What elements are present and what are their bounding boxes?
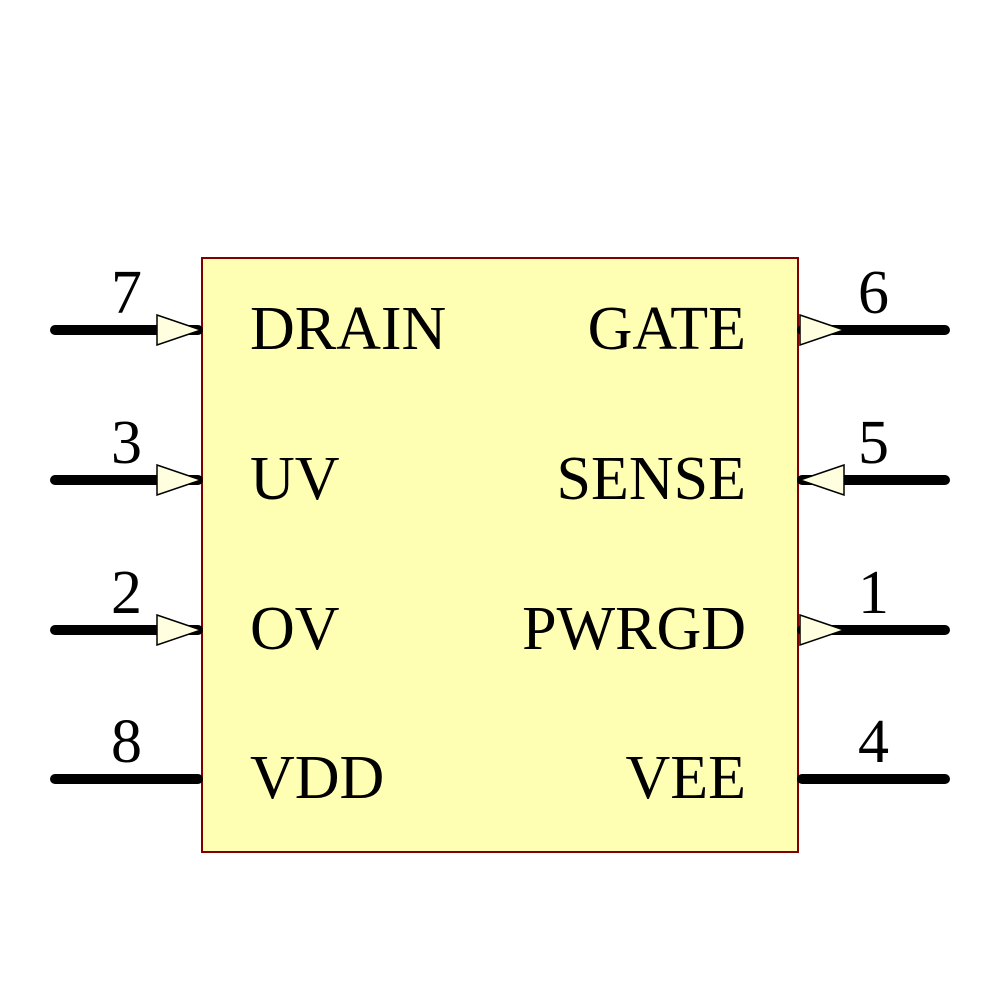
pin-6-wire [797,325,950,335]
pin-label-uv: UV [250,445,340,513]
pin-7-number: 7 [111,259,142,327]
pin-label-vee: VEE [625,744,746,812]
pin-label-gate: GATE [587,295,746,363]
pin-7-input-arrow-icon [156,314,202,346]
pin-5-wire [797,475,950,485]
pin-label-sense: SENSE [556,445,746,513]
pin-5-input-arrow-icon [799,464,845,496]
pin-1-output-arrow-icon [799,614,845,646]
pin-4-number: 4 [858,708,889,776]
ic-body [201,257,799,853]
pin-4-wire [797,774,950,784]
pin-label-drain: DRAIN [250,295,447,363]
pin-5-number: 5 [858,409,889,477]
pin-6-output-arrow-icon [799,314,845,346]
pin-8-wire [50,774,203,784]
pin-7-wire [50,325,203,335]
pin-2-input-arrow-icon [156,614,202,646]
pin-label-pwrgd: PWRGD [522,595,746,663]
pin-1-wire [797,625,950,635]
pin-6-number: 6 [858,259,889,327]
pin-1-number: 1 [858,559,889,627]
pin-label-ov: OV [250,595,340,663]
pin-8-number: 8 [111,708,142,776]
pin-label-vdd: VDD [250,744,385,812]
pin-3-number: 3 [111,409,142,477]
pin-2-wire [50,625,203,635]
pin-3-input-arrow-icon [156,464,202,496]
pin-2-number: 2 [111,559,142,627]
pin-3-wire [50,475,203,485]
